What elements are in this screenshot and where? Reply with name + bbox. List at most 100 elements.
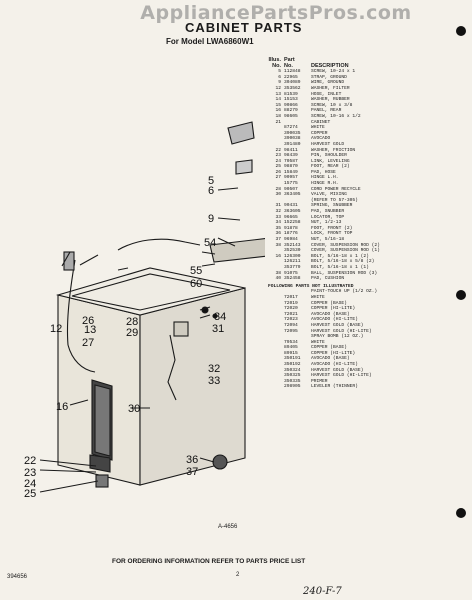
callout-32: 32 <box>208 363 220 375</box>
table-cell: 31 <box>275 203 281 209</box>
table-cell: WASHER, FILTER <box>311 85 350 91</box>
table-cell: AVOCADO (HI-LITE) <box>311 362 358 368</box>
table-cell: 96665 <box>284 214 298 220</box>
table-cell: 90507 <box>284 186 298 192</box>
header-illus: Illus. <box>268 57 281 63</box>
table-cell: 15849 <box>284 169 298 175</box>
table-cell: 353779 <box>284 264 301 270</box>
table-cell: WASHER, FRICTION <box>311 147 356 153</box>
table-cell: BOLT, 5/16-18 x 5/8 (2) <box>311 259 375 265</box>
callout-30: 30 <box>128 403 140 415</box>
table-cell: 40 <box>275 276 281 282</box>
table-cell: BALL, SUSPENSION ROD (3) <box>311 270 378 276</box>
binder-hole-top <box>456 26 466 36</box>
table-row: PAINT-TOUCH UP (1/2 OZ.) <box>268 289 468 295</box>
table-cell: PAD, SNUBBER <box>311 209 345 215</box>
table-row: SPRAY BOMB (12 OZ.) <box>268 334 468 340</box>
table-cell: COVER, SUSPENSION ROD (2) <box>311 242 380 248</box>
table-cell: AVOCADO (BASE) <box>311 356 350 362</box>
cabinet-exploded-diagram: 5 6 9 54 55 60 12 26 28 29 13 27 34 31 3… <box>24 121 265 500</box>
table-cell: HINGE R.H. <box>311 181 339 187</box>
table-cell: 350335 <box>284 378 301 384</box>
table-cell: 90866 <box>284 102 298 108</box>
table-cell: 14 <box>275 97 281 103</box>
table-cell: PAD, HOSE <box>311 169 336 175</box>
table-cell: WHITE <box>311 339 325 345</box>
table-cell: WASHER, RUBBER <box>311 97 350 103</box>
table-cell: AVOCADO (BASE) <box>311 311 350 317</box>
table-cell: LINK, LEVELING <box>311 158 350 164</box>
table-row: 353779 BOLT, 5/16-18 x 1 (1) <box>268 265 468 271</box>
table-cell: 91878 <box>284 225 298 231</box>
table-cell: NUT, 5/16-18 <box>311 237 345 242</box>
table-cell: FOOT, REAR (2) <box>311 164 350 170</box>
table-cell: 72019 <box>284 300 298 306</box>
handwritten-note: 240-F-7 <box>303 586 342 597</box>
table-cell: SPRAY BOMB (12 OZ.) <box>311 334 364 340</box>
table-cell: 13 <box>275 91 281 97</box>
table-cell: HARVEST GOLD (HI-LITE) <box>311 328 372 334</box>
table-cell: 22 <box>275 147 281 153</box>
table-cell: 38 <box>275 242 281 248</box>
callout-60: 60 <box>190 278 202 290</box>
table-cell: PRIMER <box>311 378 328 384</box>
following-header: FOLLOWING PARTS NOT ILLUSTRATED <box>268 283 354 289</box>
table-cell: 15775 <box>284 181 298 187</box>
table-cell: 21 <box>275 119 281 125</box>
callout-13: 13 <box>84 324 96 336</box>
table-cell: HARVEST GOLD (BASE) <box>311 322 364 328</box>
table-cell: LOCATOR, TOP <box>311 214 345 220</box>
table-cell: 98605 <box>284 113 298 119</box>
table-cell: WIRE, GROUND <box>311 80 345 86</box>
callout-5: 5 <box>208 175 214 187</box>
table-cell: BOLT, 5/16-18 x 1 (1) <box>311 264 369 270</box>
stock-number: 394656 <box>7 574 28 580</box>
watermark: AppliancePartsPros.com <box>140 2 412 24</box>
table-cell: 90957 <box>284 175 298 181</box>
table-cell: 37 <box>275 237 281 242</box>
table-cell: HARVEST GOLD (BASE) <box>311 367 364 373</box>
table-cell: FOOT, FRONT (2) <box>311 225 353 231</box>
table-cell: 72021 <box>284 311 298 317</box>
table-cell: AVOCADO (HI-LITE) <box>311 317 358 323</box>
table-cell: 81539 <box>284 91 298 97</box>
table-cell: 363605 <box>284 209 301 215</box>
table-cell: 350191 <box>284 356 301 362</box>
table-cell: 72020 <box>284 306 298 312</box>
table-cell: 91075 <box>284 270 298 276</box>
callout-31: 31 <box>212 323 224 335</box>
callout-26: 26 <box>82 315 94 327</box>
callout-6: 6 <box>208 185 214 197</box>
table-cell: AVOCADO <box>311 136 331 142</box>
table-cell: 391480 <box>284 141 301 147</box>
table-cell: 90431 <box>284 203 298 209</box>
table-cell: LOCK, FRONT TOP <box>311 231 353 237</box>
table-cell: 98870 <box>284 164 298 170</box>
callout-33: 33 <box>208 375 220 387</box>
callout-9: 9 <box>208 213 214 225</box>
table-row: (REFER TO 57-305) <box>268 198 468 204</box>
table-cell: 33 <box>275 214 281 220</box>
table-cell: (REFER TO 57-305) <box>311 197 358 203</box>
callout-34: 34 <box>214 311 226 323</box>
table-cell: STRAP, GROUND <box>311 74 347 80</box>
table-cell: 28 <box>275 186 281 192</box>
